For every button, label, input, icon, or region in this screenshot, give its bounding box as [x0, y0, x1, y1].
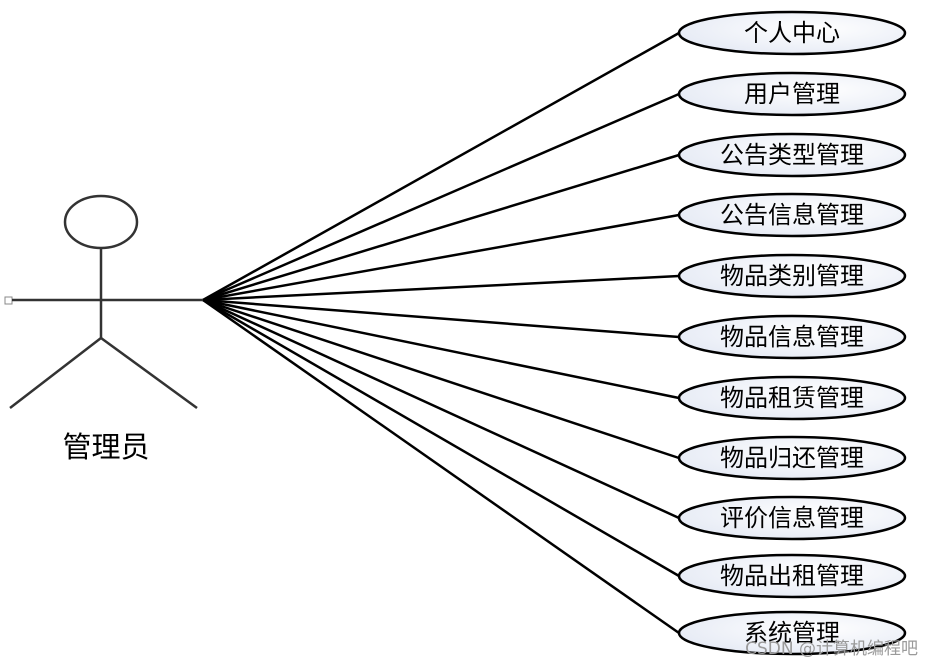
- use-case: 公告信息管理: [677, 192, 907, 238]
- use-case-label: 系统管理: [744, 619, 840, 647]
- association-line: [202, 298, 680, 339]
- use-case-label: 物品信息管理: [720, 323, 864, 351]
- use-case: 物品出租管理: [677, 553, 907, 599]
- actor-anchor-handle: [4, 296, 13, 305]
- use-case: 物品归还管理: [677, 435, 907, 481]
- association-line: [202, 92, 680, 302]
- use-case-ellipse: [677, 132, 907, 178]
- association-line: [202, 274, 680, 302]
- actor-right-leg: [100, 336, 198, 410]
- use-case: 评价信息管理: [677, 495, 907, 541]
- actor-head: [63, 194, 139, 250]
- use-case: 物品类别管理: [677, 253, 907, 299]
- actor-left-leg: [9, 337, 102, 409]
- association-line: [202, 298, 680, 460]
- association-line: [202, 31, 680, 302]
- use-case-ellipse: [677, 495, 907, 541]
- association-line: [202, 153, 680, 302]
- use-case-ellipse: [677, 375, 907, 421]
- use-case-ellipse: [677, 435, 907, 481]
- use-case-ellipse: [677, 253, 907, 299]
- use-case-label: 公告信息管理: [720, 201, 864, 229]
- use-case-label: 个人中心: [744, 19, 840, 47]
- use-case-ellipse: [677, 553, 907, 599]
- use-case: 个人中心: [677, 10, 907, 56]
- use-case-ellipse: [677, 71, 907, 117]
- use-case: 公告类型管理: [677, 132, 907, 178]
- association-line: [202, 298, 680, 635]
- use-case-label: 物品类别管理: [720, 262, 864, 290]
- actor-admin: 管理员: [4, 194, 203, 464]
- association-line: [202, 213, 680, 302]
- association-line: [202, 298, 680, 400]
- use-case-label: 物品出租管理: [720, 562, 864, 590]
- association-line: [202, 298, 680, 520]
- use-case-label: 评价信息管理: [720, 504, 864, 532]
- actor-label: 管理员: [62, 430, 149, 464]
- use-case-label: 公告类型管理: [720, 141, 864, 169]
- use-case-ellipse: [677, 10, 907, 56]
- use-case-ellipse: [677, 192, 907, 238]
- use-case: 物品租赁管理: [677, 375, 907, 421]
- use-case-label: 物品租赁管理: [720, 384, 864, 412]
- use-case: 系统管理: [677, 610, 907, 656]
- use-case-label: 用户管理: [744, 80, 840, 108]
- use-case-label: 物品归还管理: [720, 444, 864, 472]
- use-case-ellipse: [677, 610, 907, 656]
- use-case-ellipse: [677, 314, 907, 360]
- watermark: CSDN @计算机编程吧: [745, 639, 918, 659]
- use-case: 用户管理: [677, 71, 907, 117]
- use-case: 物品信息管理: [677, 314, 907, 360]
- association-line: [202, 298, 680, 578]
